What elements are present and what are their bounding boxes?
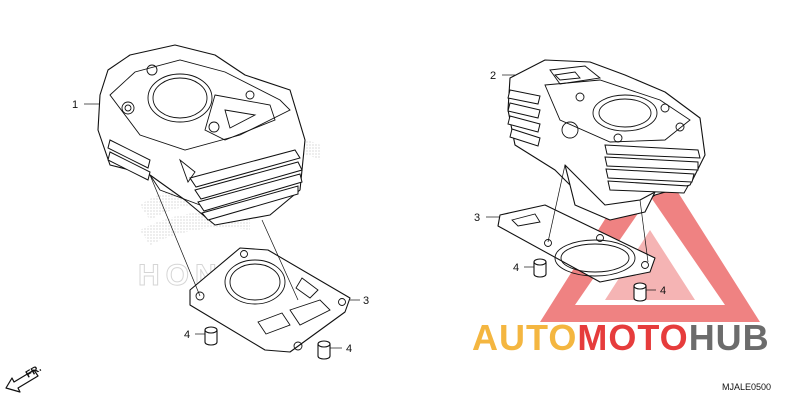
callout-2: 2: [490, 70, 496, 82]
gasket-left: [189, 247, 351, 353]
cylinder-left-fins: [107, 139, 303, 221]
callout-3-right: 3: [474, 212, 480, 224]
cylinder-left: [97, 44, 306, 226]
callout-4-right-b: 4: [660, 285, 666, 297]
brand-word-hub: HUB: [689, 317, 770, 358]
dowel-pin-left-a: [204, 326, 218, 346]
dowel-pin-right-b: [633, 282, 647, 302]
callout-4-right-a: 4: [513, 262, 519, 274]
gasket-right: [497, 204, 656, 283]
diagram-code: MJALE0500: [722, 382, 771, 392]
callout-4-left-b: 4: [346, 343, 352, 355]
cylinder-right: [507, 59, 706, 221]
callout-4-left-a: 4: [184, 329, 190, 341]
leaders-left: [84, 103, 360, 349]
leaders-right: [486, 74, 656, 291]
callout-3-left: 3: [363, 295, 369, 307]
automotohub-watermark: AUTOMOTOHUB: [472, 317, 770, 358]
dowel-pin-left-b: [317, 340, 331, 360]
brand-word-moto: MOTO: [577, 317, 688, 358]
front-direction-label: FR.: [24, 363, 44, 381]
dowel-pin-right-a: [533, 258, 547, 278]
brand-word-auto: AUTO: [472, 317, 577, 358]
svg-text:AUTOMOTOHUB: AUTOMOTOHUB: [472, 317, 770, 358]
callout-1: 1: [72, 99, 78, 111]
front-direction-arrow: FR.: [5, 363, 44, 393]
